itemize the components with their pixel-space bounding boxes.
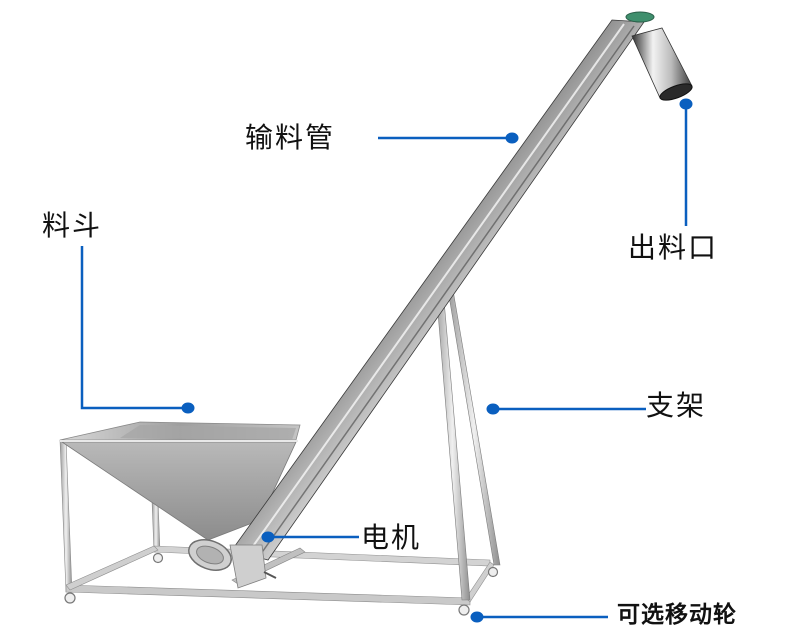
callout-dot-casters [470, 611, 484, 623]
label-support-frame: 支架 [646, 389, 707, 422]
support-frame [434, 276, 501, 601]
callout-lines [80, 98, 693, 623]
outlet-spout [625, 11, 693, 101]
label-hopper: 料斗 [42, 209, 103, 242]
label-casters: 可选移动轮 [617, 602, 737, 628]
caster-wheels [64, 552, 499, 616]
callout-line-hopper [80, 246, 188, 410]
callout-dot-feed_pipe [505, 132, 519, 144]
label-motor: 电机 [361, 521, 422, 554]
callout-dot-motor [261, 531, 275, 543]
callout-dot-outlet [679, 98, 693, 110]
hopper [59, 421, 301, 541]
label-feed-pipe: 输料管 [245, 121, 336, 154]
label-outlet: 出料口 [628, 231, 719, 264]
feed-pipe [231, 19, 645, 561]
callout-dot-support_frame [486, 403, 500, 415]
callout-dot-hopper [181, 402, 195, 414]
motor [188, 539, 277, 589]
